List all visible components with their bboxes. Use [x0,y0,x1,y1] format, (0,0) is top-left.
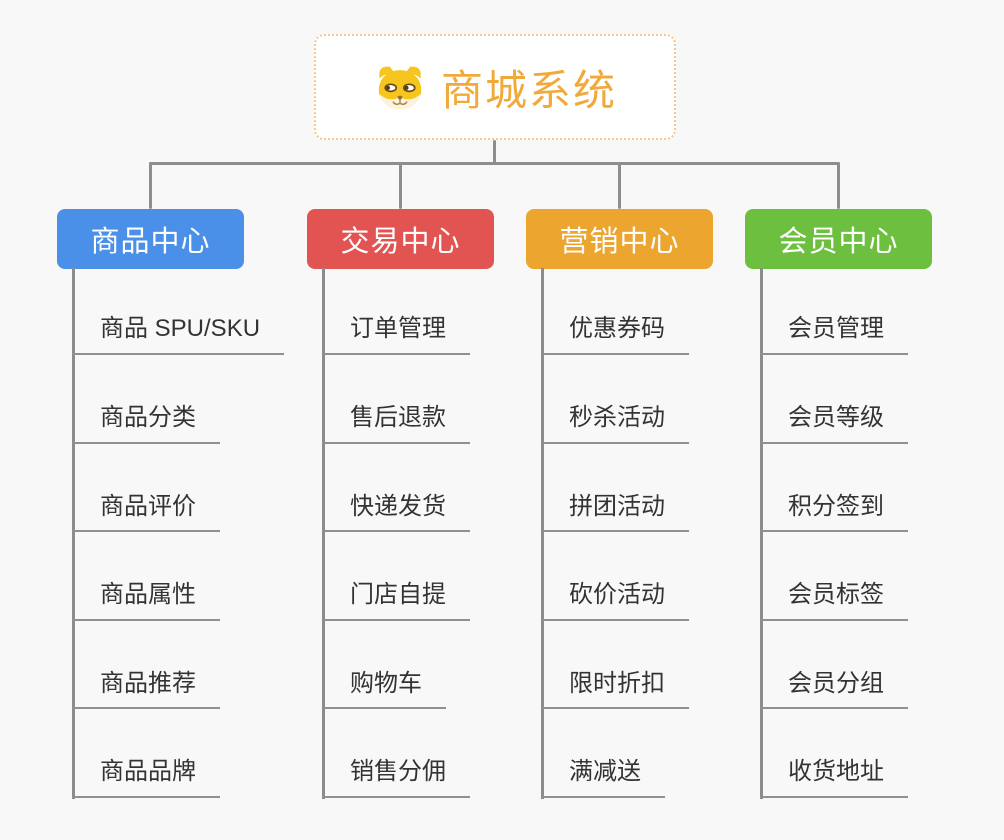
root-node-label: 商城系统 [440,66,617,114]
leaf-row: 会员标签 [745,532,908,621]
leaf-node-order-management[interactable]: 订单管理 [322,315,470,355]
branch-leaf-list: 优惠券码 秒杀活动 拼团活动 砍价活动 限时折扣 满减送 [526,268,689,798]
leaf-row: 拼团活动 [526,444,689,533]
connector-horizontal-bar [149,162,840,165]
leaf-node-sales-commission[interactable]: 销售分佣 [322,758,470,798]
leaf-node-product-recommend[interactable]: 商品推荐 [72,670,220,710]
leaf-row: 订单管理 [307,268,470,355]
leaf-row: 商品评价 [57,444,284,533]
branch-leaf-list: 会员管理 会员等级 积分签到 会员标签 会员分组 收货地址 [745,268,908,798]
leaf-node-points-checkin[interactable]: 积分签到 [760,493,908,533]
leaf-row: 门店自提 [307,532,470,621]
leaf-node-member-management[interactable]: 会员管理 [760,315,908,355]
leaf-node-product-attribute[interactable]: 商品属性 [72,581,220,621]
leaf-node-shopping-cart[interactable]: 购物车 [322,670,446,710]
branch-leaf-list: 商品 SPU/SKU 商品分类 商品评价 商品属性 商品推荐 商品品牌 [57,268,285,798]
leaf-row: 售后退款 [307,355,470,444]
connector-root-stem [493,140,496,164]
leaf-row: 会员等级 [745,355,908,444]
leaf-node-store-pickup[interactable]: 门店自提 [322,581,470,621]
branch-node-trade-center[interactable]: 交易中心 [307,209,494,269]
leaf-row: 销售分佣 [307,709,470,798]
leaf-row: 优惠券码 [526,268,689,355]
leaf-node-full-reduction[interactable]: 满减送 [541,758,665,798]
branch-trunk-line [322,268,325,799]
leaf-row: 会员分组 [745,621,908,710]
branch-node-product-center[interactable]: 商品中心 [57,209,244,269]
connector-drop-marketing [618,162,621,209]
leaf-node-group-buy[interactable]: 拼团活动 [541,493,689,533]
leaf-row: 积分签到 [745,444,908,533]
branch-trade-center: 交易中心 订单管理 售后退款 快递发货 门店自提 购物车 销售分佣 [307,209,494,840]
leaf-node-product-spu-sku[interactable]: 商品 SPU/SKU [72,315,285,355]
leaf-node-member-group[interactable]: 会员分组 [760,670,908,710]
leaf-node-member-level[interactable]: 会员等级 [760,404,908,444]
branch-marketing-center: 营销中心 优惠券码 秒杀活动 拼团活动 砍价活动 限时折扣 满减送 [526,209,713,840]
branch-node-marketing-center[interactable]: 营销中心 [526,209,713,269]
leaf-row: 商品分类 [57,355,284,444]
leaf-node-product-category[interactable]: 商品分类 [72,404,220,444]
branch-trunk-line [760,268,763,799]
branch-node-member-center[interactable]: 会员中心 [745,209,932,269]
leaf-row: 会员管理 [745,268,908,355]
leaf-node-shipping-address[interactable]: 收货地址 [760,758,908,798]
leaf-row: 购物车 [307,621,470,710]
branch-trunk-line [541,268,544,799]
leaf-row: 快递发货 [307,444,470,533]
leaf-node-bargain-activity[interactable]: 砍价活动 [541,581,689,621]
leaf-row: 商品品牌 [57,709,284,798]
leaf-node-aftersale-refund[interactable]: 售后退款 [322,404,470,444]
leaf-row: 商品属性 [57,532,284,621]
shiba-dog-icon [378,66,422,110]
branch-product-center: 商品中心 商品 SPU/SKU 商品分类 商品评价 商品属性 商品推荐 商品品牌 [57,209,285,840]
branch-trunk-line [72,268,75,799]
root-node-mall-system[interactable]: 商城系统 [314,34,676,140]
leaf-node-express-shipping[interactable]: 快递发货 [322,493,470,533]
connector-drop-product [149,162,152,209]
branch-leaf-list: 订单管理 售后退款 快递发货 门店自提 购物车 销售分佣 [307,268,470,798]
leaf-node-flash-sale[interactable]: 秒杀活动 [541,404,689,444]
leaf-node-product-review[interactable]: 商品评价 [72,493,220,533]
connector-drop-member [837,162,840,209]
leaf-node-limited-time-discount[interactable]: 限时折扣 [541,670,689,710]
leaf-row: 满减送 [526,709,689,798]
leaf-row: 砍价活动 [526,532,689,621]
leaf-row: 商品推荐 [57,621,284,710]
leaf-node-member-tag[interactable]: 会员标签 [760,581,908,621]
leaf-row: 商品 SPU/SKU [57,268,285,355]
connector-drop-trade [399,162,402,209]
leaf-row: 限时折扣 [526,621,689,710]
leaf-node-product-brand[interactable]: 商品品牌 [72,758,220,798]
leaf-row: 秒杀活动 [526,355,689,444]
branch-member-center: 会员中心 会员管理 会员等级 积分签到 会员标签 会员分组 收货地址 [745,209,932,840]
leaf-node-coupon-code[interactable]: 优惠券码 [541,315,689,355]
leaf-row: 收货地址 [745,709,908,798]
